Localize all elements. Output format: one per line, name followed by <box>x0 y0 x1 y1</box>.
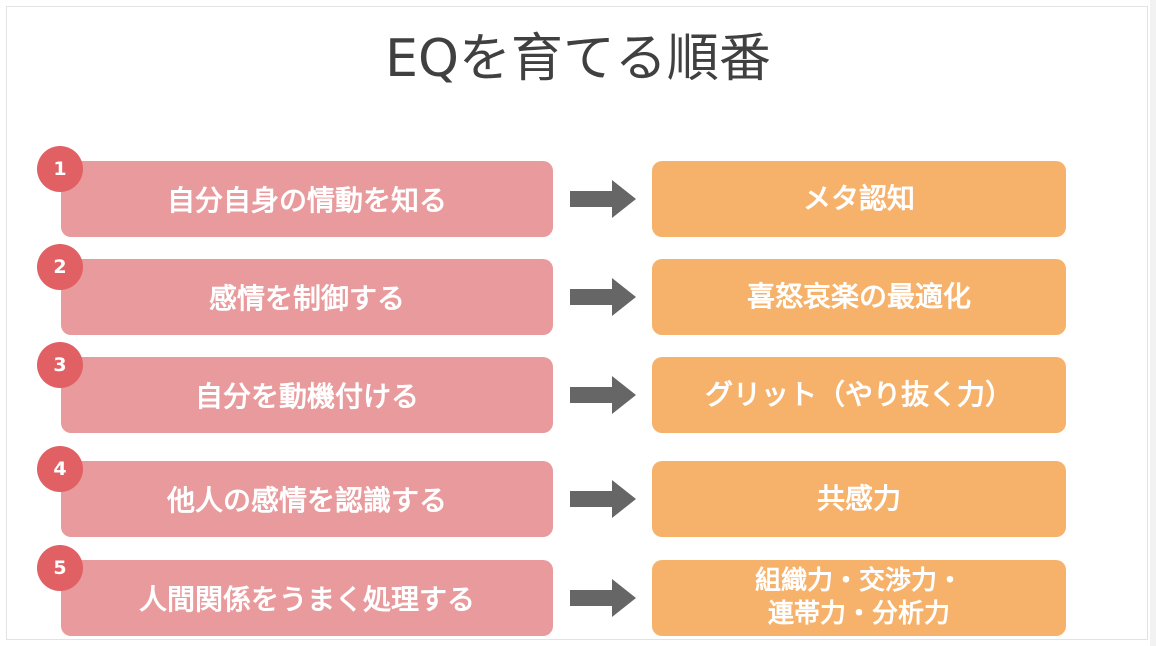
step-action-box: 感情を制御する <box>61 259 553 335</box>
step-number-badge: 3 <box>37 342 83 388</box>
step-action-label: 自分を動機付ける <box>194 380 419 413</box>
step-result-box: 組織力・交渉力・ 連帯力・分析力 <box>652 560 1066 636</box>
step-result-box: 共感力 <box>652 461 1066 537</box>
right-arrow-icon <box>570 180 636 218</box>
step-row-3: 3 自分を動機付ける グリット（やり抜く力） <box>0 342 1156 433</box>
right-arrow-icon <box>570 480 636 518</box>
step-number-badge: 2 <box>37 244 83 290</box>
step-result-line-2: 連帯力・分析力 <box>767 599 950 629</box>
slide-title: EQを育てる順番 <box>385 29 771 89</box>
right-arrow-icon <box>570 376 636 414</box>
step-result-label: 喜怒哀楽の最適化 <box>746 280 971 313</box>
step-number-badge: 1 <box>37 146 83 192</box>
step-action-box: 自分自身の情動を知る <box>61 161 553 237</box>
step-result-box: メタ認知 <box>652 161 1066 237</box>
step-number-badge: 4 <box>37 446 83 492</box>
step-action-box: 人間関係をうまく処理する <box>61 560 553 636</box>
step-result-label: 共感力 <box>816 482 901 515</box>
step-row-5: 5 人間関係をうまく処理する 組織力・交渉力・ 連帯力・分析力 <box>0 545 1156 636</box>
step-action-label: 自分自身の情動を知る <box>166 184 447 217</box>
step-action-label: 感情を制御する <box>208 282 405 315</box>
right-arrow-icon <box>570 579 636 617</box>
step-result-line-1: 組織力・交渉力・ <box>754 566 963 596</box>
step-row-1: 1 自分自身の情動を知る メタ認知 <box>0 146 1156 237</box>
step-action-label: 他人の感情を認識する <box>166 484 447 517</box>
step-number-badge: 5 <box>37 545 83 591</box>
step-result-box: 喜怒哀楽の最適化 <box>652 259 1066 335</box>
step-action-label: 人間関係をうまく処理する <box>138 583 475 616</box>
step-result-label: メタ認知 <box>802 182 915 215</box>
step-row-2: 2 感情を制御する 喜怒哀楽の最適化 <box>0 244 1156 335</box>
step-action-box: 他人の感情を認識する <box>61 461 553 537</box>
step-result-label: グリット（やり抜く力） <box>704 378 1013 411</box>
step-row-4: 4 他人の感情を認識する 共感力 <box>0 446 1156 537</box>
scrollbar[interactable] <box>1150 0 1156 646</box>
right-arrow-icon <box>570 278 636 316</box>
step-action-box: 自分を動機付ける <box>61 357 553 433</box>
step-result-box: グリット（やり抜く力） <box>652 357 1066 433</box>
